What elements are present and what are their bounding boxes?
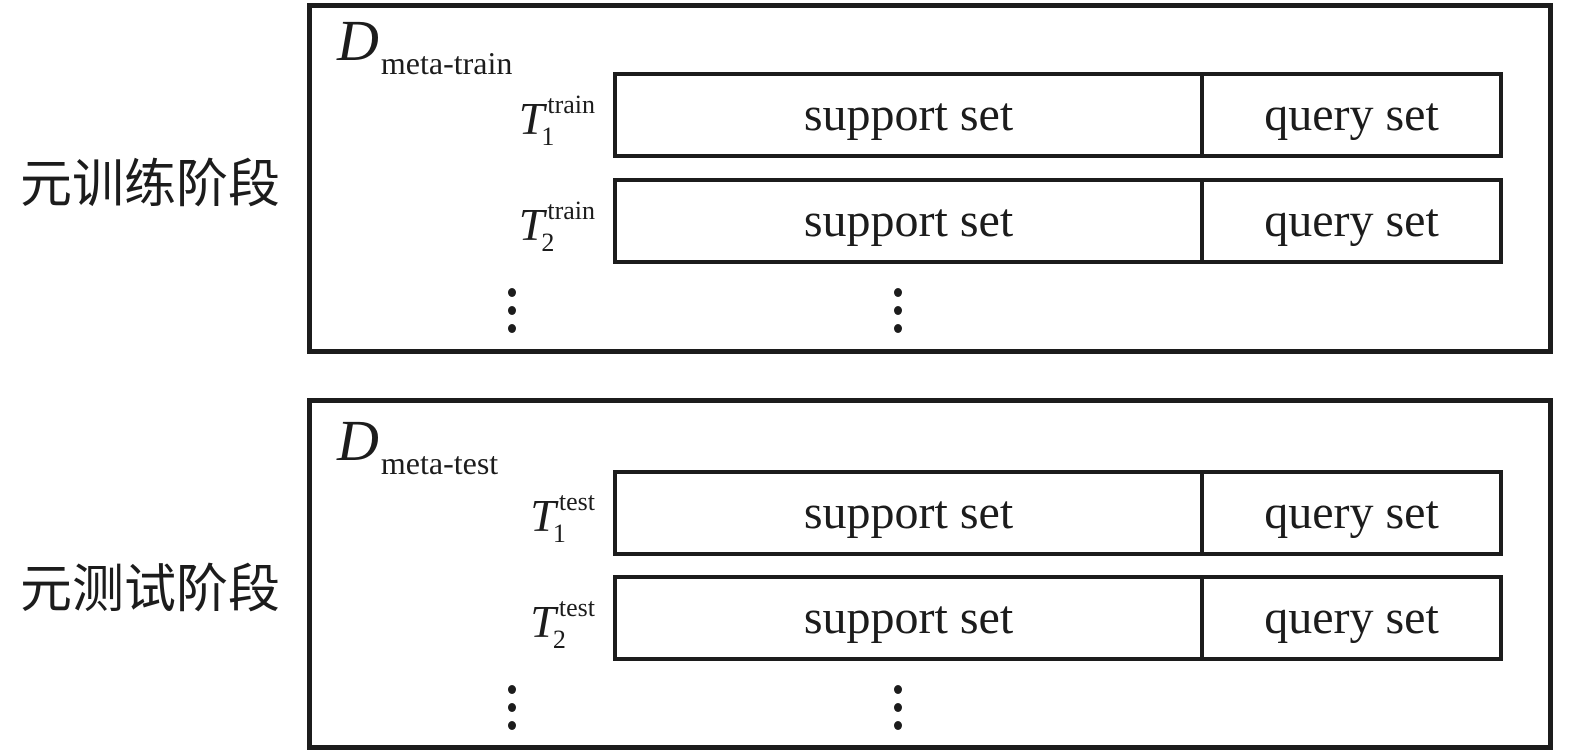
dot bbox=[894, 703, 902, 712]
task-superscript: test bbox=[558, 487, 595, 516]
phase-label-meta-train: 元训练阶段 bbox=[19, 157, 280, 214]
dot bbox=[508, 324, 516, 333]
task-scripts: test 2 bbox=[553, 593, 595, 653]
task-subscript: 1 bbox=[541, 122, 555, 151]
dataset-subscript: meta-test bbox=[380, 445, 499, 481]
dot bbox=[894, 685, 902, 694]
task-label-test-1: T test 1 bbox=[415, 489, 595, 547]
support-set-cell: support set bbox=[617, 182, 1204, 260]
support-set-cell: support set bbox=[617, 474, 1204, 552]
task-row-test-1: support set query set bbox=[613, 470, 1503, 556]
dataset-symbol: D bbox=[337, 8, 379, 73]
query-set-cell: query set bbox=[1264, 591, 1439, 644]
task-subscript: 1 bbox=[552, 519, 566, 548]
task-superscript: test bbox=[558, 593, 595, 622]
task-label-train-1: T train 1 bbox=[415, 92, 595, 150]
dataset-symbol: D bbox=[337, 408, 379, 473]
dot bbox=[894, 721, 902, 730]
query-set-cell: query set bbox=[1264, 88, 1439, 141]
task-symbol: T bbox=[518, 199, 545, 250]
dot bbox=[508, 306, 516, 315]
vertical-ellipsis-icon bbox=[508, 288, 516, 333]
dataset-label-meta-train: D meta-train bbox=[337, 8, 513, 81]
dot bbox=[508, 703, 516, 712]
phase-label-meta-test: 元测试阶段 bbox=[19, 562, 280, 619]
dot bbox=[894, 306, 902, 315]
task-row-train-1: support set query set bbox=[613, 72, 1503, 158]
task-symbol: T bbox=[530, 490, 556, 541]
task-superscript: train bbox=[547, 90, 595, 119]
task-superscript: train bbox=[547, 196, 595, 225]
task-symbol: T bbox=[518, 93, 545, 144]
vertical-ellipsis-icon bbox=[508, 685, 516, 730]
dot bbox=[508, 721, 516, 730]
dataset-subscript: meta-train bbox=[380, 45, 513, 81]
task-row-train-2: support set query set bbox=[613, 178, 1503, 264]
task-subscript: 2 bbox=[552, 625, 566, 654]
task-symbol: T bbox=[530, 596, 556, 647]
task-row-test-2: support set query set bbox=[613, 575, 1503, 661]
dot bbox=[508, 685, 516, 694]
vertical-ellipsis-icon bbox=[894, 685, 902, 730]
task-label-test-2: T test 2 bbox=[415, 595, 595, 653]
support-set-cell: support set bbox=[617, 579, 1204, 657]
dot bbox=[508, 288, 516, 297]
vertical-ellipsis-icon bbox=[894, 288, 902, 333]
task-scripts: train 1 bbox=[541, 90, 595, 150]
query-set-cell: query set bbox=[1264, 194, 1439, 247]
query-set-cell: query set bbox=[1264, 486, 1439, 539]
dot bbox=[894, 324, 902, 333]
task-subscript: 2 bbox=[541, 228, 555, 257]
task-scripts: train 2 bbox=[541, 196, 595, 256]
task-scripts: test 1 bbox=[553, 487, 595, 547]
dot bbox=[894, 288, 902, 297]
task-label-train-2: T train 2 bbox=[415, 198, 595, 256]
support-set-cell: support set bbox=[617, 76, 1204, 154]
dataset-label-meta-test: D meta-test bbox=[337, 408, 499, 481]
